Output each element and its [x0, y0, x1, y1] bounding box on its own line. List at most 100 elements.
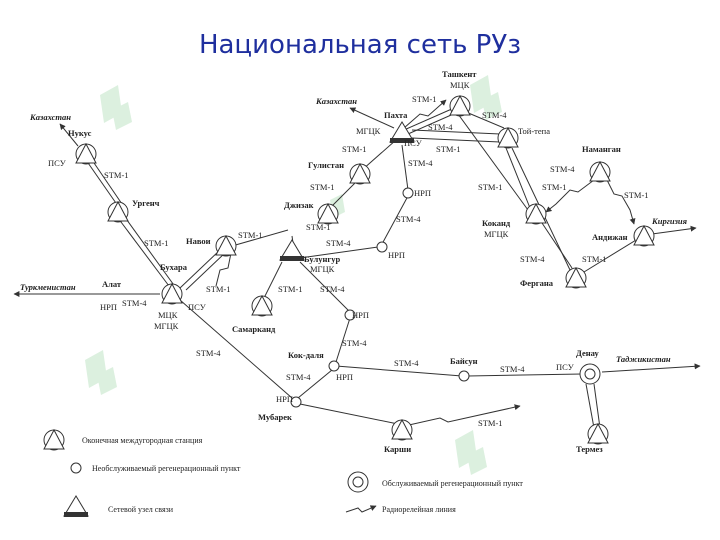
label-stm4-n: STM-4 — [520, 254, 545, 264]
node-bukhara — [161, 282, 183, 305]
label-denau: Денау — [576, 348, 599, 358]
node-kokdalya-nrp — [328, 360, 340, 372]
label-kazakhstan-left: Казахстан — [29, 112, 71, 122]
label-bulungur: Булунгур — [304, 254, 340, 264]
radio-karshi-denau — [399, 404, 521, 428]
node-dzhizak — [317, 202, 339, 225]
link-baysun-denau — [467, 373, 583, 377]
node-kokand — [525, 202, 547, 225]
label-kokand-sub: МГЦК — [484, 229, 509, 239]
legend-radio-label: Радиорелейная линия — [382, 505, 456, 514]
label-fergana: Фергана — [520, 278, 554, 288]
legend-network-node-label: Сетевой узел связи — [108, 505, 174, 514]
legend-unserviced-label: Необслуживаемый регенерационный пункт — [92, 464, 241, 473]
label-stm1-h: STM-1 — [104, 170, 129, 180]
link-tashkent-kokand — [457, 113, 529, 211]
node-fergana — [565, 266, 587, 289]
link-bukhara-navoi — [179, 249, 221, 289]
legend: Оконечная междугородная станция Необслуж… — [43, 428, 523, 517]
label-stm4-l: STM-4 — [500, 364, 525, 374]
label-stm4-a: STM-4 — [428, 122, 453, 132]
legend-terminal-icon — [43, 428, 65, 451]
legend-unserviced-icon — [70, 462, 82, 474]
label-psu-bukhara: ПСУ — [188, 302, 207, 312]
link-nrp-kokdalya — [335, 317, 351, 363]
link-gulistan-pakhta — [361, 139, 397, 171]
label-stm1-i: STM-1 — [206, 284, 231, 294]
label-nrp-kokdalya: НРП — [336, 372, 353, 382]
link-navoi-dzhizak — [231, 229, 289, 247]
page-title: Национальная сеть РУз — [198, 30, 522, 60]
label-stm1-c: STM-1 — [342, 144, 367, 154]
label-mubarek: Мубарек — [258, 412, 292, 422]
label-nrp-1: НРП — [414, 188, 431, 198]
legend-serviced-icon — [347, 471, 369, 493]
label-alat: Алат — [102, 279, 122, 289]
arrow-kirgizia — [651, 225, 697, 235]
radio-navoi-bukhara — [215, 247, 233, 287]
label-pakhta: Пахта — [384, 110, 408, 120]
node-mubarek — [290, 396, 302, 408]
link-tashkent-toytepa — [465, 111, 505, 129]
arrow-tadzhikistan — [601, 363, 701, 373]
radio-relay-links — [215, 99, 636, 428]
label-nrp-mubarek: НРП — [276, 394, 293, 404]
node-karshi — [391, 418, 413, 441]
network-links — [85, 107, 637, 429]
label-termez: Термез — [576, 444, 603, 454]
label-stm1-e: STM-1 — [306, 222, 331, 232]
radio-pakhta-tashkent — [403, 99, 447, 129]
radio-namangan-kokand — [545, 179, 595, 213]
label-andizhan: Андижан — [592, 232, 628, 242]
watermark-logo — [85, 75, 502, 475]
link-bulungur-samarkand — [263, 261, 283, 299]
label-bukhara: Бухара — [160, 262, 188, 272]
label-bukhara-sub1: МЦК — [158, 310, 178, 320]
link-nrp-bulungur — [299, 246, 379, 259]
node-samarkand — [251, 294, 273, 317]
link-mubarek-karshi — [299, 403, 399, 425]
node-termez — [587, 422, 609, 445]
legend-serviced-label: Обслуживаемый регенерационный пункт — [382, 479, 523, 488]
label-namangan: Наманган — [582, 144, 621, 154]
label-kirgizia: Киргизия — [651, 216, 688, 226]
label-stm4-c: STM-4 — [408, 158, 433, 168]
label-stm1-d: STM-1 — [310, 182, 335, 192]
label-stm4-h: STM-4 — [342, 338, 367, 348]
label-stm4-f: STM-4 — [122, 298, 147, 308]
radio-namangan-andizhan — [605, 177, 636, 225]
label-nrp-3: НРП — [352, 310, 369, 320]
node-tashkent — [449, 94, 471, 117]
node-nrp-3 — [344, 309, 356, 321]
label-psu-nukus: ПСУ — [48, 158, 67, 168]
label-tashkent: Ташкент — [442, 69, 477, 79]
label-stm1-f: STM-1 — [238, 230, 263, 240]
link-nrp-nrp — [381, 195, 409, 245]
node-gulistan — [349, 162, 371, 185]
label-psu-denau: ПСУ — [556, 362, 575, 372]
link-urgench-bukhara — [117, 217, 173, 291]
label-kazakhstan-top: Казахстан — [315, 96, 357, 106]
link-labels: ПСУ ПСУ ПСУ ПСУ НРП НРП НРП НРП НРП НРП … — [48, 94, 649, 428]
label-pakhta-sub: МГЦК — [356, 126, 381, 136]
label-kokand: Коканд — [482, 218, 511, 228]
link-pakhta-toytepa — [411, 129, 501, 135]
label-dzhizak: Джизак — [284, 200, 314, 210]
link-toytepa-kokand — [505, 147, 531, 209]
label-psu-pakhta: ПСУ — [404, 138, 423, 148]
label-navoi: Навои — [186, 236, 211, 246]
label-stm4-i: STM-4 — [196, 348, 221, 358]
node-denau — [579, 363, 601, 385]
label-stm1-a: STM-1 — [412, 94, 437, 104]
node-pakhta — [389, 121, 415, 143]
node-nrp-1 — [402, 187, 414, 199]
nodes — [75, 94, 655, 445]
link-bulungur-nrp — [299, 261, 351, 313]
label-stm1-m: STM-1 — [542, 182, 567, 192]
node-urgench — [107, 200, 129, 223]
arrow-kazakhstan-top — [349, 107, 395, 129]
label-nrp-2: НРП — [388, 250, 405, 260]
arrow-kazakhstan-left — [59, 123, 79, 147]
label-urgench: Ургенч — [132, 198, 160, 208]
label-karshi: Карши — [384, 444, 411, 454]
